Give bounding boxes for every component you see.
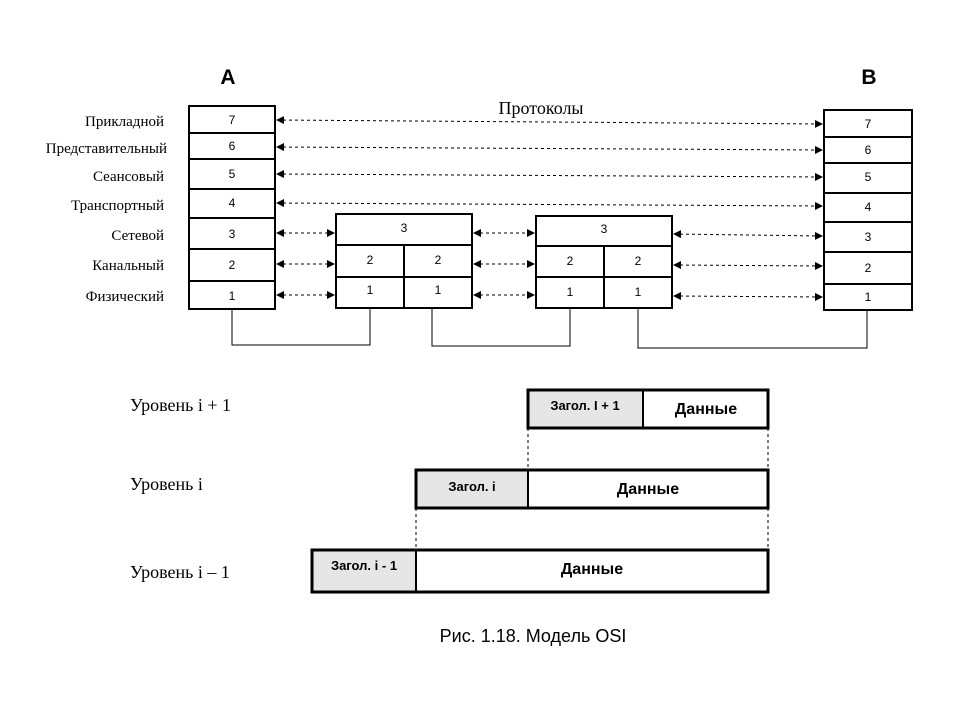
packet-level-i: Загол. i Данные xyxy=(414,468,770,510)
protocols-label: Протоколы xyxy=(498,98,583,118)
stack-b-num-5: 5 xyxy=(865,170,872,184)
stack-b-num-7: 7 xyxy=(865,117,872,131)
stack-b-numbers: 7 6 5 4 3 2 1 xyxy=(865,117,872,304)
stack-b-cell-4 xyxy=(823,192,913,223)
packet-i-header xyxy=(416,470,528,508)
router-2-numbers: 3 2 2 1 1 xyxy=(567,222,642,299)
packet-minus-frame xyxy=(310,548,770,594)
stack-a-numbers: 7 6 5 4 3 2 1 xyxy=(229,113,236,303)
router-1-num-2-left: 2 xyxy=(367,253,374,267)
level-plus-label: Уровень i + 1 xyxy=(130,395,231,415)
protocol-arrow-2c xyxy=(673,261,823,270)
stack-b-cell-1 xyxy=(823,283,913,311)
physical-link-3 xyxy=(637,308,868,349)
router-2-num-2-right: 2 xyxy=(635,254,642,268)
stack-b-cell-7 xyxy=(823,109,913,138)
router-2-num-1-right: 1 xyxy=(635,285,642,299)
stack-a-num-2: 2 xyxy=(229,258,236,272)
router-1-num-3: 3 xyxy=(401,221,408,235)
packet-minus-header-text: Загол. i - 1 xyxy=(331,558,397,573)
protocol-arrow-6 xyxy=(276,143,823,154)
router-2-num-1-left: 1 xyxy=(567,285,574,299)
stack-a-num-1: 1 xyxy=(229,289,236,303)
packet-level-minus: Загол. i - 1 Данные xyxy=(310,548,770,594)
packet-minus-data-text: Данные xyxy=(561,561,623,578)
protocol-arrows xyxy=(276,116,823,301)
router-1-numbers: 3 2 2 1 1 xyxy=(367,221,442,297)
stack-b-num-2: 2 xyxy=(865,261,872,275)
layer-name-6: Представительный xyxy=(46,141,167,157)
stack-b-cell-5 xyxy=(823,162,913,194)
router-1-num-2-right: 2 xyxy=(435,253,442,267)
layer-name-5: Сеансовый xyxy=(93,169,164,185)
router-1 xyxy=(335,213,473,309)
stack-b-cell-2 xyxy=(823,251,913,285)
level-labels: Уровень i + 1 Уровень i Уровень i – 1 xyxy=(130,395,231,582)
stack-b xyxy=(823,109,913,311)
physical-link-1 xyxy=(231,308,371,346)
stack-a-num-5: 5 xyxy=(229,167,236,181)
stack-b-num-6: 6 xyxy=(865,143,872,157)
stack-a-num-4: 4 xyxy=(229,196,236,210)
layer-name-2: Канальный xyxy=(92,258,164,274)
alignment-lines xyxy=(415,428,769,550)
level-minus-label: Уровень i – 1 xyxy=(130,562,230,582)
protocol-arrow-4 xyxy=(276,199,823,210)
stack-b-num-1: 1 xyxy=(865,290,872,304)
protocol-arrow-5 xyxy=(276,170,823,181)
layer-name-4: Транспортный xyxy=(71,198,164,214)
stack-b-num-4: 4 xyxy=(865,200,872,214)
stack-b-cell-6 xyxy=(823,136,913,164)
stack-a xyxy=(188,105,276,310)
router-2-num-2-left: 2 xyxy=(567,254,574,268)
stack-b-label: B xyxy=(861,66,876,89)
packet-plus-frame xyxy=(526,388,770,430)
router-2 xyxy=(535,215,673,309)
router-2-num-3: 3 xyxy=(601,222,608,236)
packet-plus-header xyxy=(528,390,643,428)
router-1-num-1-right: 1 xyxy=(435,283,442,297)
stack-a-label: A xyxy=(220,66,235,89)
figure-caption: Рис. 1.18. Модель OSI xyxy=(440,626,627,646)
stack-a-num-3: 3 xyxy=(229,227,236,241)
stack-a-cell-4 xyxy=(188,188,276,219)
packet-i-header-text: Загол. i xyxy=(448,479,495,494)
protocol-arrow-1c xyxy=(673,292,823,301)
packet-minus-header xyxy=(312,550,416,592)
stack-a-num-6: 6 xyxy=(229,139,236,153)
stack-a-cell-2 xyxy=(188,248,276,282)
layer-name-1: Физический xyxy=(86,289,164,305)
packet-plus-data-text: Данные xyxy=(675,401,737,418)
stack-b-num-3: 3 xyxy=(865,230,872,244)
layer-name-7: Прикладной xyxy=(85,114,164,130)
protocol-arrow-7 xyxy=(276,116,823,128)
router-1-num-1-left: 1 xyxy=(367,283,374,297)
layer-names: Прикладной Представительный Сеансовый Тр… xyxy=(46,114,167,305)
physical-link-2 xyxy=(431,308,571,347)
layer-name-3: Сетевой xyxy=(111,228,164,244)
packet-level-plus: Загол. I + 1 Данные xyxy=(526,388,770,430)
protocol-arrow-3c xyxy=(673,230,823,240)
stack-b-cell-3 xyxy=(823,221,913,253)
packet-plus-header-text: Загол. I + 1 xyxy=(550,398,619,413)
level-i-label: Уровень i xyxy=(130,474,203,494)
stack-a-num-7: 7 xyxy=(229,113,236,127)
packet-i-frame xyxy=(414,468,770,510)
packet-i-data-text: Данные xyxy=(617,481,679,498)
physical-links xyxy=(231,308,868,349)
